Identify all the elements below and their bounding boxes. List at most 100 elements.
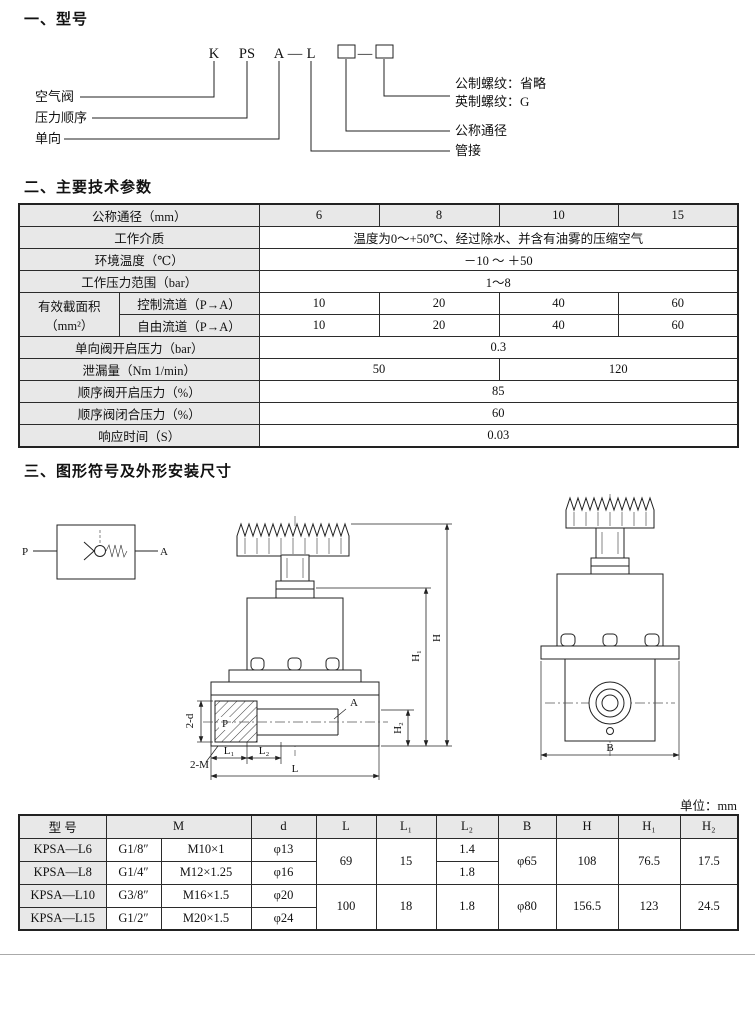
page-footer-rule [0,954,755,955]
param-row-subheader: 控制流道（P→A） [118,292,260,315]
param-row-header: 公称通径（mm） [18,203,260,227]
port-bore-circle [601,694,619,712]
label-imperial-thread: 英制螺纹：G [455,94,529,109]
knob-knurling [573,512,647,526]
section1-title: 一、型号 [24,11,89,28]
model-code-ps: PS [239,46,255,62]
label-nominal-diameter: 公称通径 [455,123,507,138]
param-row-header: 顺序阀开启压力（%） [18,380,260,403]
table-cell: 40 [498,314,619,337]
table-header-cell: 6 [258,203,380,227]
leader-line-pipe-connection [310,61,450,152]
table-cell: 69 [315,837,377,885]
table-cell: φ65 [497,837,557,885]
table-header-cell: 10 [498,203,619,227]
bolt-stud [325,657,340,671]
flange-plate [540,645,680,660]
table-cell: 15 [375,837,437,885]
leader-line-thread-type [383,59,450,97]
dim-label-l: L [292,763,299,775]
table-cell: 50 [258,358,500,381]
table-cell: 108 [555,837,619,885]
outline-drawings: P A [22,494,680,780]
model-code-dash2: — [357,46,373,62]
base-plate [210,681,380,696]
table-cell: 17.5 [679,837,739,885]
table-cell: 10 [258,314,380,337]
leader-line-one-way [64,61,280,140]
dim-label-2m: 2-M [190,759,209,771]
table-header-cell: H [555,814,619,839]
table-cell: G1/4″ [105,860,162,885]
table-header-cell: 8 [378,203,500,227]
table-cell: 1.4 [435,837,499,862]
dimensions-table: 型 号 M d L L₁ L₂ B H H₁ H₂ KPSA—L6 G1/8″ … [18,814,739,931]
label-metric-thread: 公制螺纹：省略 [455,76,546,91]
table-cell: G1/8″ [105,837,162,862]
valve-stem [280,554,310,582]
table-header-cell: H₁ [617,814,681,839]
bolt-stud [644,633,660,647]
model-cell: KPSA—L10 [18,883,107,908]
model-cell: KPSA—L6 [18,837,107,862]
table-header-cell: L [315,814,377,839]
symbol-spring [105,544,128,558]
table-cell: G3/8″ [105,883,162,908]
table-cell: 1.8 [435,883,499,931]
leader-line-air-valve [80,61,215,98]
table-cell: 76.5 [617,837,681,885]
model-code-dash1: — [287,46,303,62]
param-row-header: 响应时间（S） [18,424,260,448]
table-cell: －10 ～ ＋50 [258,248,739,271]
dim-label-l2: L₂ [259,745,270,757]
model-code-box-diameter [337,44,356,59]
flange-plate [228,669,362,683]
param-row-header: 泄漏量（Nm 1/min） [18,358,260,381]
symbol-check-ball [94,545,106,557]
dim-label-h1: H₁ [410,650,422,662]
label-one-way: 单向 [35,131,61,146]
table-cell: φ16 [250,860,317,885]
table-cell: 40 [498,292,619,315]
table-cell: 60 [617,314,739,337]
table-cell: 120 [498,358,739,381]
table-cell: M12×1.25 [160,860,252,885]
mount-hole-circle [606,727,614,735]
param-row-header: 工作压力范围（bar） [18,270,260,293]
port-a-label: A [350,697,358,709]
dim-label-h: H [431,634,443,642]
dim-label-2d: 2-d [184,713,196,728]
knob-knurling [244,538,342,554]
bolt-stud [560,633,576,647]
dim-label-h2: H₂ [392,722,404,734]
table-cell: 18 [375,883,437,931]
param-row-subheader: 自由流道（P→A） [118,314,260,337]
table-header-cell: B [497,814,557,839]
valve-stem [595,527,625,559]
bolt-stud [602,633,618,647]
table-cell: 100 [315,883,377,931]
table-cell: φ24 [250,906,317,931]
leader-line-pressure-sequence [92,61,248,119]
model-cell: KPSA—L8 [18,860,107,885]
params-table: 公称通径（mm） 6 8 10 15 工作介质 温度为0～+50℃、经过除水、并… [18,203,740,448]
table-cell: 0.03 [258,424,739,448]
table-cell: 0.3 [258,336,739,359]
table-cell: M16×1.5 [160,883,252,908]
model-code-l: L [307,46,316,62]
label-air-valve: 空气阀 [35,89,74,104]
table-cell: G1/2″ [105,906,162,931]
label-pipe-connection: 管接 [455,143,481,158]
param-row-header: 单向阀开启压力（bar） [18,336,260,359]
table-cell: 85 [258,380,739,403]
model-code-diagram: K PS A — L — 空气阀 压力顺序 单向 公制螺纹：省略 英制螺纹：G … [35,44,546,158]
table-cell: 20 [378,292,500,315]
table-cell: 20 [378,314,500,337]
port-p-label: P [222,718,228,730]
symbol-port-p-label: P [22,546,28,558]
pneumatic-symbol: P A [22,524,168,580]
table-cell: 123 [617,883,681,931]
table-header-cell: L₂ [435,814,499,839]
dim-label-b: B [606,742,613,754]
